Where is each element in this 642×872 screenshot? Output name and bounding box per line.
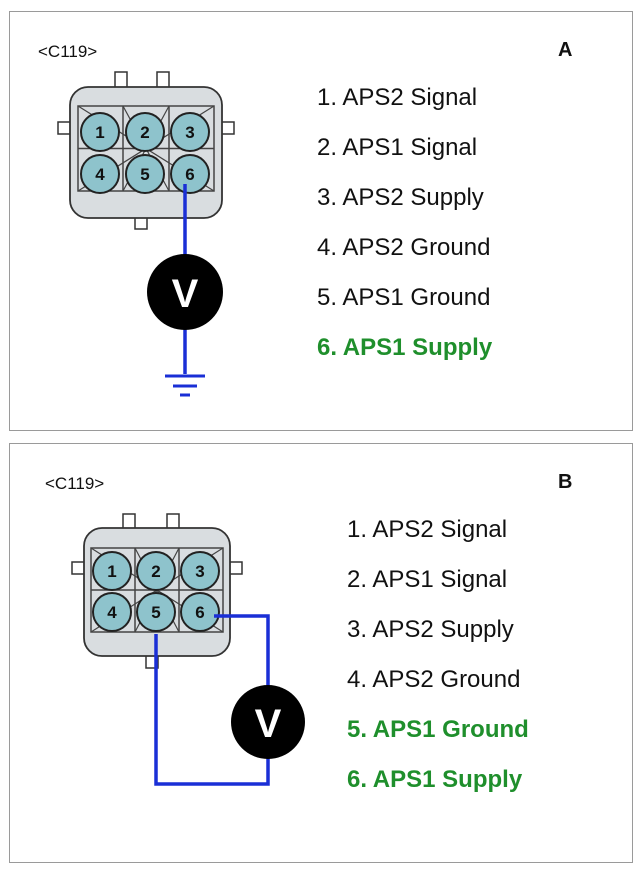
svg-text:V: V (172, 272, 199, 316)
panel-letter: A (558, 39, 573, 61)
pin-1: 1 (80, 112, 120, 152)
pin-function-item: 1. APS2 Signal (347, 516, 508, 543)
pin-function-item: 2. APS1 Signal (317, 134, 478, 161)
svg-text:3: 3 (195, 562, 204, 581)
pin-function-list: 1. APS2 Signal 2. APS1 Signal 3. APS2 Su… (317, 84, 492, 384)
pin-2: 2 (125, 112, 165, 152)
svg-text:1: 1 (107, 562, 116, 581)
svg-text:1: 1 (95, 123, 104, 142)
svg-text:2: 2 (140, 123, 149, 142)
pin-6: 6 (170, 154, 210, 194)
svg-text:5: 5 (151, 603, 160, 622)
pin-function-item-highlighted: 6. APS1 Supply (317, 334, 493, 361)
probe-wire-negative (154, 634, 270, 786)
pin-function-item: 3. APS2 Supply (317, 184, 484, 211)
connector-label: <C119> (38, 42, 98, 61)
svg-text:5: 5 (140, 165, 149, 184)
svg-text:4: 4 (107, 603, 117, 622)
pin-3: 3 (170, 112, 210, 152)
pin-4: 4 (92, 592, 132, 632)
svg-text:V: V (255, 702, 282, 746)
pin-5: 5 (136, 592, 176, 632)
pin-6: 6 (180, 592, 220, 632)
pin-function-item: 2. APS1 Signal (347, 566, 508, 593)
ground-symbol (165, 374, 205, 397)
panel-b: <C119> B 1 2 3 (9, 443, 633, 863)
pin-function-item: 1. APS2 Signal (317, 84, 478, 111)
pin-function-item: 3. APS2 Supply (347, 616, 514, 643)
pin-4: 4 (80, 154, 120, 194)
pin-1: 1 (92, 551, 132, 591)
svg-text:6: 6 (185, 165, 194, 184)
svg-text:2: 2 (151, 562, 160, 581)
pin-3: 3 (180, 551, 220, 591)
test-diagram-b: 1 2 3 4 5 6 V (71, 513, 305, 786)
connector-label: <C119> (45, 474, 105, 493)
pin-5: 5 (125, 154, 165, 194)
svg-text:3: 3 (185, 123, 194, 142)
panel-letter: B (558, 471, 573, 493)
svg-text:4: 4 (95, 165, 105, 184)
pin-function-item-highlighted: 6. APS1 Supply (347, 766, 523, 793)
pin-2: 2 (136, 551, 176, 591)
pin-function-item: 4. APS2 Ground (317, 234, 491, 261)
pin-function-list: 1. APS2 Signal 2. APS1 Signal 3. APS2 Su… (347, 516, 529, 816)
pin-function-item: 5. APS1 Ground (317, 284, 491, 311)
test-diagram-a: 1 2 3 4 5 6 V (57, 71, 235, 397)
probe-wire-positive (214, 614, 270, 686)
pin-function-item-highlighted: 5. APS1 Ground (347, 716, 529, 743)
panel-a: <C119> A 1 2 3 (9, 11, 633, 431)
svg-text:6: 6 (195, 603, 204, 622)
voltmeter: V (231, 685, 305, 759)
pin-function-item: 4. APS2 Ground (347, 666, 521, 693)
voltmeter: V (147, 254, 223, 330)
